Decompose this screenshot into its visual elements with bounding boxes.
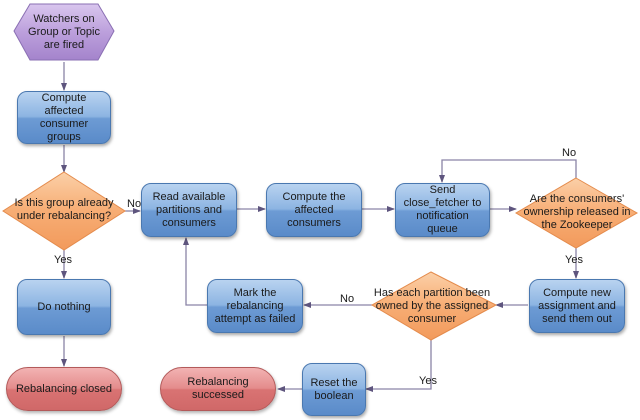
closed-label: Rebalancing closed	[15, 382, 112, 395]
mark-failed-node: Mark the rebalancing attempt as failed	[207, 279, 303, 333]
edge-label-ownership-no: No	[562, 147, 577, 159]
start-node-label: Watchers on Group or Topic are fired	[28, 12, 100, 51]
compute-groups-node: Compute affected consumer groups	[17, 91, 111, 144]
decision-rebalancing-node: Is this group already under rebalancing?	[6, 195, 122, 225]
reset-boolean-label: Reset the boolean	[310, 376, 358, 402]
decision-owned-shape	[370, 271, 498, 341]
do-nothing-label: Do nothing	[37, 300, 91, 313]
decision-owned-label: Has each partition been owned by the ass…	[373, 286, 491, 325]
decision-owned-node: Has each partition been owned by the ass…	[372, 284, 492, 328]
edge-ownership-no-loop	[439, 159, 577, 183]
mark-failed-label: Mark the rebalancing attempt as failed	[214, 286, 296, 325]
edge-owned-yes-down	[365, 340, 432, 392]
compute-consumers-label: Compute the affected consumers	[282, 190, 346, 229]
start-node: Watchers on Group or Topic are fired	[24, 6, 104, 58]
decision-rebalancing-label: Is this group already under rebalancing?	[14, 197, 114, 222]
read-partitions-node: Read available partitions and consumers	[141, 183, 237, 237]
edge-label-rebalancing-no: No	[127, 198, 142, 210]
decision-rebalancing-shape	[2, 171, 126, 251]
send-close-label: Send close_fetcher to notification queue	[403, 184, 482, 235]
edge-label-owned-no: No	[340, 293, 355, 305]
successed-label: Rebalancing successed	[187, 376, 249, 401]
decision-ownership-label: Are the consumers' ownership released in…	[523, 192, 631, 231]
compute-consumers-node: Compute the affected consumers	[266, 183, 362, 237]
compute-assignment-node: Compute new assignment and send them out	[529, 279, 625, 333]
send-close-node: Send close_fetcher to notification queue	[395, 183, 490, 237]
reset-boolean-node: Reset the boolean	[302, 363, 366, 416]
decision-ownership-shape	[515, 177, 639, 249]
start-node-shape	[13, 3, 115, 61]
closed-node: Rebalancing closed	[6, 367, 122, 411]
edge-label-rebalancing-yes: Yes	[54, 254, 72, 266]
read-partitions-label: Read available partitions and consumers	[152, 190, 226, 229]
edge-label-owned-yes: Yes	[419, 375, 437, 387]
do-nothing-node: Do nothing	[17, 279, 111, 335]
compute-groups-label: Compute affected consumer groups	[39, 91, 89, 143]
edge-mark-failed-to-read	[183, 237, 207, 306]
edge-label-ownership-yes: Yes	[565, 254, 583, 266]
successed-node: Rebalancing successed	[160, 367, 276, 411]
compute-assignment-label: Compute new assignment and send them out	[538, 286, 616, 325]
decision-ownership-node: Are the consumers' ownership released in…	[516, 190, 638, 234]
